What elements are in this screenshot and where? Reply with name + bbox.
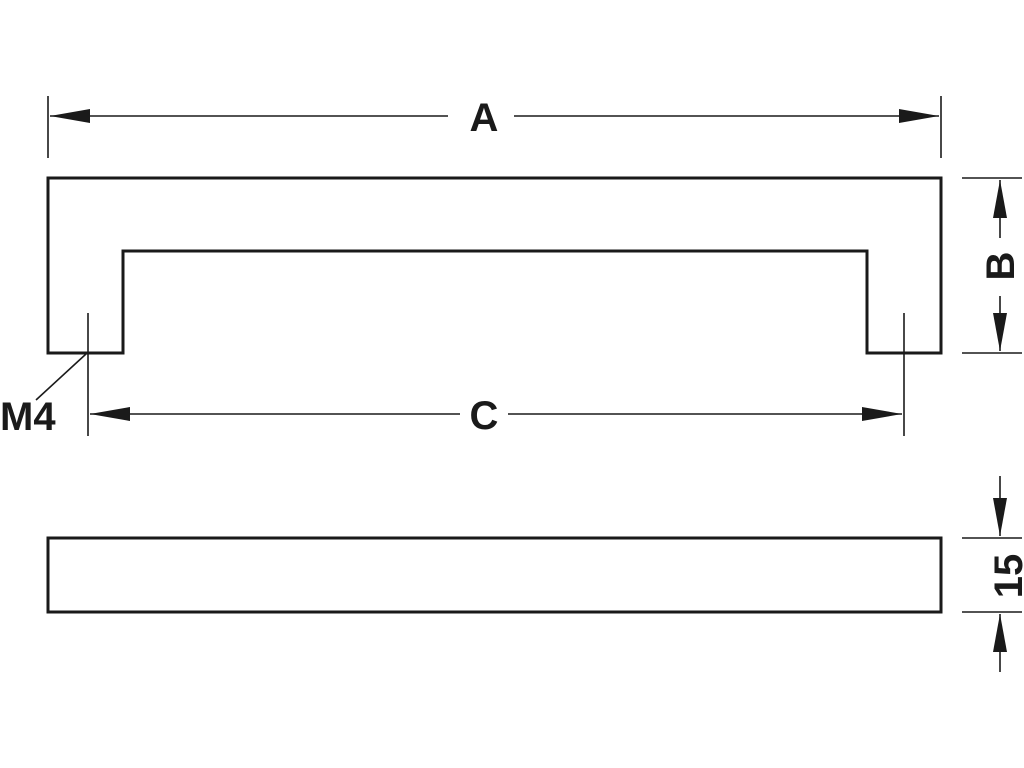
thickness-label: 15 <box>987 554 1024 599</box>
dimension-a: A <box>47 96 942 158</box>
thread-callout: M4 <box>0 353 87 439</box>
handle-front-outline <box>46 176 943 355</box>
thickness-arrow-top <box>993 498 1007 536</box>
dimension-a-label: A <box>470 96 499 140</box>
dimension-thickness: 15 <box>962 476 1024 672</box>
dimension-a-arrow-right <box>899 109 939 123</box>
dimension-b-label: B <box>979 252 1023 281</box>
dimension-b-arrow-top <box>993 180 1007 218</box>
thread-label: M4 <box>0 395 56 439</box>
thickness-arrow-bottom <box>993 614 1007 652</box>
dimension-c-arrow-right <box>862 407 902 421</box>
handle-side-outline <box>46 536 943 614</box>
dimension-a-arrow-left <box>50 109 90 123</box>
dimension-c-label: C <box>470 394 499 438</box>
thread-leader-line <box>35 353 87 401</box>
dimension-c: C <box>90 394 902 438</box>
dimension-b-arrow-bottom <box>993 313 1007 351</box>
dimension-b: B <box>962 177 1023 354</box>
dimension-c-arrow-left <box>90 407 130 421</box>
